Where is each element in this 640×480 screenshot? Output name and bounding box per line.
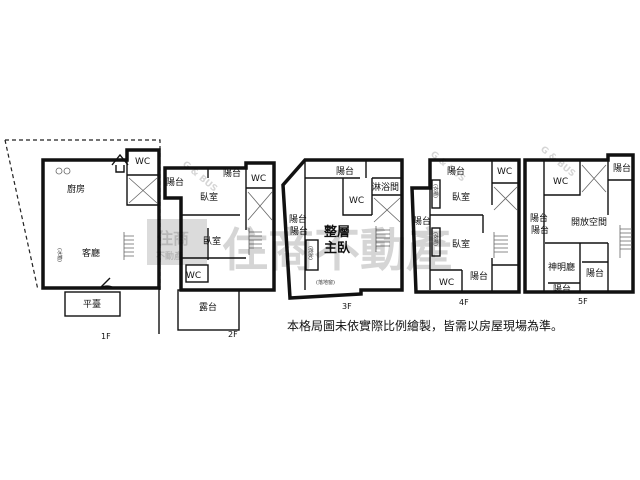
balcony-4f-top-label: 陽台 <box>447 165 465 177</box>
balcony-4f-bottom-label: 陽台 <box>470 270 488 282</box>
open-space-label: 開放空間 <box>571 216 607 228</box>
balcony-3f-left-label: 陽台 <box>289 213 307 225</box>
wc-4f-bottom-label: WC <box>439 278 454 288</box>
terrace-1f <box>64 291 121 317</box>
wc-partition <box>126 150 159 206</box>
wc-5f-label: WC <box>553 177 568 187</box>
shrine-room-label: 神明廳 <box>548 261 575 273</box>
stove-icon <box>55 167 63 175</box>
balcony-5f-left-label: 陽台 <box>530 212 548 224</box>
fridge-label: (冰箱) <box>56 248 63 262</box>
closet-4f-1-label: (衣櫃) <box>432 184 439 198</box>
stairs-4f <box>493 232 508 258</box>
balcony-2f-top-label: 陽台 <box>223 167 241 179</box>
wc-1f-label: WC <box>135 157 150 167</box>
balcony-4f-left-label: 陽台 <box>413 215 431 227</box>
wc-2f-small-label: WC <box>186 271 201 281</box>
stairs-5f <box>619 225 632 258</box>
master-bedroom-line1: 整層 <box>323 224 350 240</box>
roof-terrace-2f <box>177 289 240 331</box>
wc-4f-top-label: WC <box>497 167 512 177</box>
stairs-1f <box>123 232 134 260</box>
stairs-3f <box>375 226 390 252</box>
stair-box-2f <box>247 191 273 221</box>
closet-4f-2-label: (衣櫃) <box>432 232 439 246</box>
floor-2f: 陽台 陽台 WC 臥室 臥室 WC 露台 2F <box>163 161 276 339</box>
floor-3f-outline <box>281 158 404 300</box>
balcony-5f-left-label-2: 陽台 <box>531 224 549 236</box>
roof-terrace-label: 露台 <box>199 301 217 313</box>
floor-1f: 廚房 客廳 WC 平臺 (冰箱) 1F <box>4 139 161 341</box>
bedroom-4f-1-label: 臥室 <box>452 191 470 203</box>
partitions-5f <box>543 155 633 292</box>
floor-5f-label: 5F <box>578 297 588 306</box>
kitchen-label: 廚房 <box>67 183 85 195</box>
floor-4f-label: 4F <box>459 298 469 307</box>
closet-4f-2 <box>431 227 441 257</box>
balcony-5f-right-label: 陽台 <box>586 267 604 279</box>
disclaimer-note: 本格局圖未依實際比例繪製，皆需以房屋現場為準。 <box>287 319 564 333</box>
floor-1f-label: 1F <box>101 332 111 341</box>
closet-4f-1 <box>431 179 441 209</box>
shower-3f-label: 淋浴間 <box>372 181 399 193</box>
entry-arrow <box>111 153 129 173</box>
balcony-5f-bottom-label: 陽台 <box>553 283 571 295</box>
floor-3f: 陽台 陽台 陽台 淋浴間 WC 整層 主臥 (梳妝) (落地窗) 3F <box>281 158 404 311</box>
dresser-label: (梳妝) <box>307 246 314 260</box>
partitions-4f <box>429 160 519 292</box>
bedroom-2f-1-label: 臥室 <box>200 191 218 203</box>
watermark: 住商 不動產 住商不動產 G & BUS G & BUS G & BUS <box>147 145 577 277</box>
stair-box-5f <box>581 164 607 193</box>
floor-4f: 陽台 WC 陽台 臥室 臥室 WC 陽台 (衣櫃) (衣櫃) 4F <box>410 158 521 307</box>
bedroom-4f-2-label: 臥室 <box>452 238 470 250</box>
watermark-logo-text: 住商 <box>157 229 189 248</box>
terrace-1f-label: 平臺 <box>83 298 101 310</box>
floor-1f-outline <box>41 148 161 290</box>
bedroom-2f-2-label: 臥室 <box>203 235 221 247</box>
balcony-3f-top-label: 陽台 <box>336 165 354 177</box>
balcony-5f-top-label: 陽台 <box>613 162 631 174</box>
floor-window-label: (落地窗) <box>316 279 335 286</box>
watermark-main-text: 住商不動產 <box>222 223 452 277</box>
stair-box-3f <box>373 197 401 223</box>
partitions-2f <box>165 163 274 260</box>
wc-2f-label: WC <box>251 174 266 184</box>
floor-2f-label: 2F <box>228 330 238 339</box>
door-1f <box>99 277 115 289</box>
living-room-label: 客廳 <box>82 247 100 259</box>
dresser-3f <box>305 239 319 271</box>
partitions-3f <box>304 160 402 290</box>
stair-box-4f <box>493 186 518 211</box>
balcony-3f-left-label-2: 陽台 <box>290 225 308 237</box>
wc-2f-small <box>185 264 209 283</box>
watermark-logo-box <box>147 219 207 265</box>
stair-box-1f <box>128 177 158 204</box>
wc-3f-label: WC <box>349 196 364 206</box>
master-bedroom-line2: 主臥 <box>324 240 351 256</box>
floor-5f: WC 陽台 陽台 陽台 開放空間 神明廳 陽台 陽台 5F <box>523 153 635 306</box>
balcony-2f-left-label: 陽台 <box>166 176 184 188</box>
stairs-2f <box>248 228 262 255</box>
watermark-logo-subtext: 不動產 <box>156 250 183 262</box>
floor-3f-label: 3F <box>342 302 352 311</box>
stove-icon <box>63 167 71 175</box>
watermark-latin-text: G & BUS <box>180 160 219 195</box>
